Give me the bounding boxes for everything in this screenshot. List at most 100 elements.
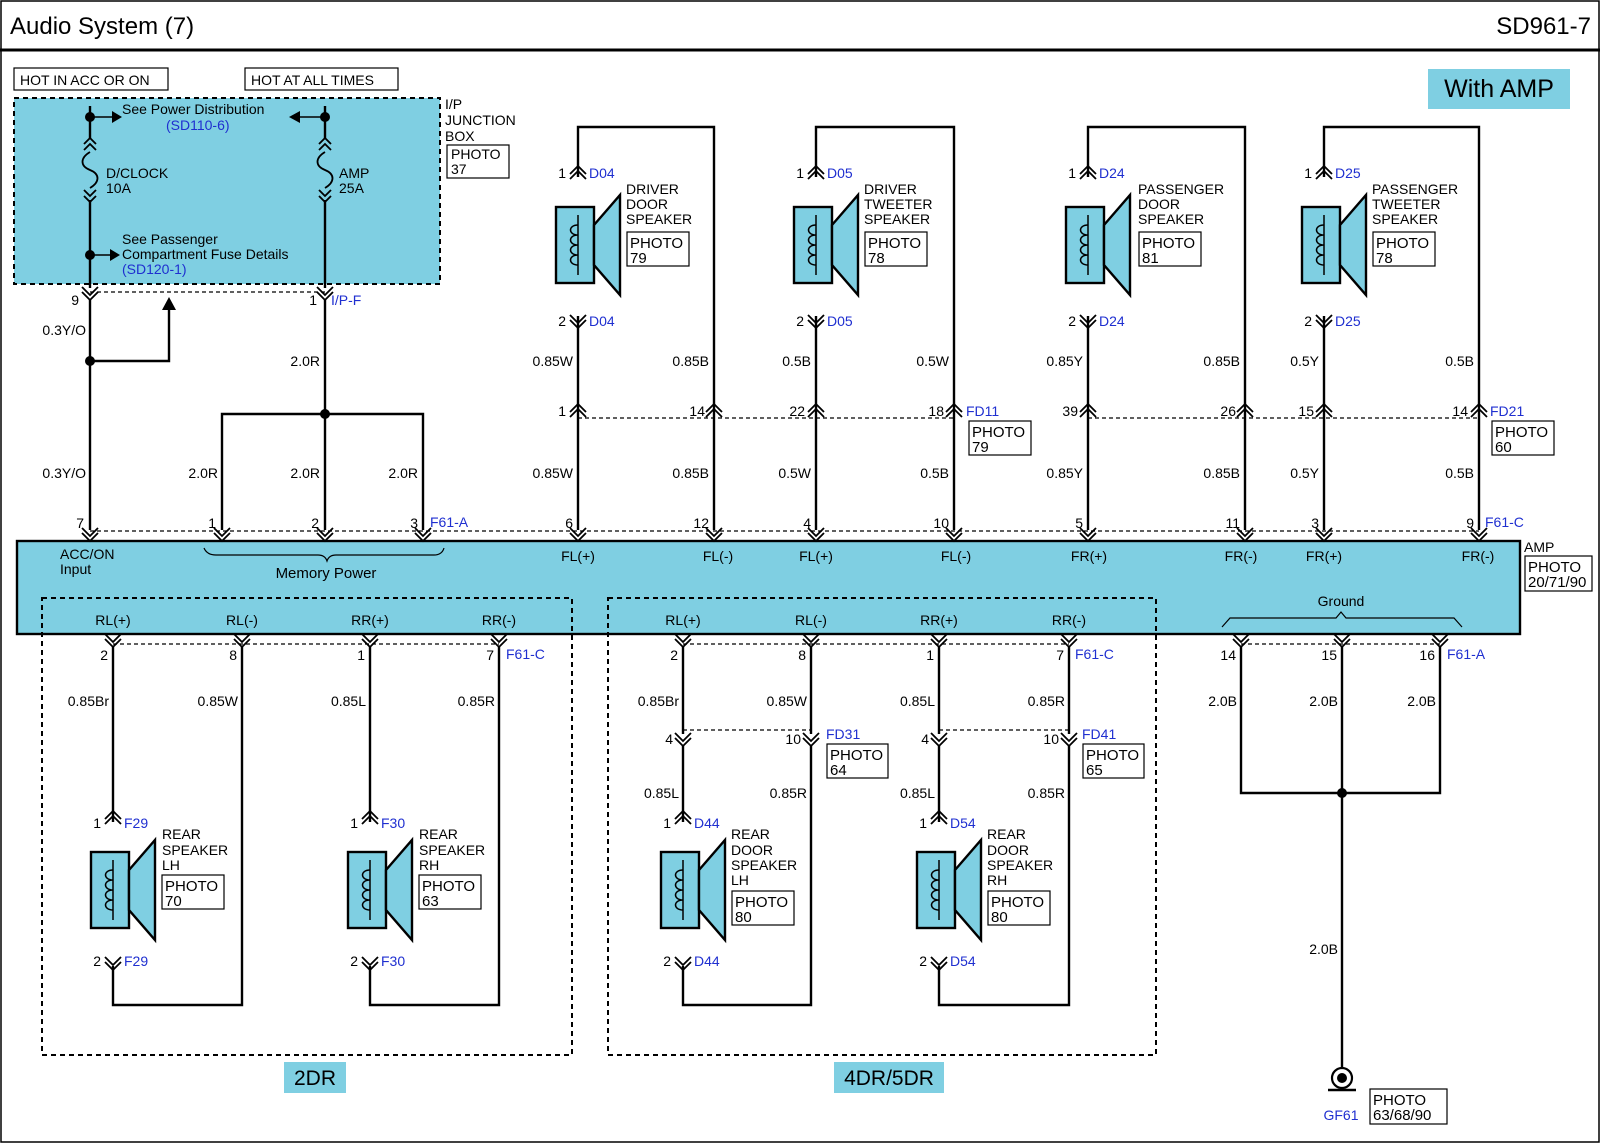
photo-box: [161, 874, 225, 910]
connector-label[interactable]: D05: [827, 313, 853, 329]
svg-text:RL(-): RL(-): [226, 612, 258, 628]
connector-label[interactable]: F29: [124, 815, 148, 831]
svg-text:1: 1: [357, 647, 365, 663]
rear-door-speaker-rh: 1 D54 2 D54 REAR DOOR SPEAKER RH PHOTO 8…: [915, 810, 1053, 971]
svg-text:16: 16: [1419, 647, 1435, 663]
svg-text:0.85W: 0.85W: [533, 353, 574, 369]
svg-text:15: 15: [1321, 647, 1337, 663]
svg-text:39: 39: [1062, 403, 1078, 419]
connector-label[interactable]: D44: [694, 953, 720, 969]
svg-text:0.85R: 0.85R: [1028, 785, 1065, 801]
connector-label[interactable]: D04: [589, 165, 615, 181]
speaker-name: PASSENGER TWEETER SPEAKER: [1372, 181, 1462, 227]
svg-text:1: 1: [926, 647, 934, 663]
gf61-connector-label[interactable]: GF61: [1323, 1107, 1358, 1123]
svg-text:10: 10: [933, 515, 949, 531]
svg-text:11: 11: [1225, 515, 1240, 531]
f61a-connector-label[interactable]: F61-A: [1447, 646, 1486, 662]
pin-label: 2: [93, 953, 101, 969]
connector-label[interactable]: D04: [589, 313, 615, 329]
speaker-icon: [792, 193, 860, 297]
svg-text:FR(-): FR(-): [1462, 548, 1495, 564]
pin-label: 2: [350, 953, 358, 969]
connector-label[interactable]: D25: [1335, 313, 1361, 329]
f61c-connector-label[interactable]: F61-C: [1485, 514, 1524, 530]
sd120-link[interactable]: (SD120-1): [122, 261, 187, 277]
connector-label[interactable]: D05: [827, 165, 853, 181]
svg-text:2: 2: [311, 515, 319, 531]
photo-label: PHOTO 70: [165, 878, 222, 910]
svg-text:0.85B: 0.85B: [672, 465, 709, 481]
connector-label[interactable]: D54: [950, 815, 976, 831]
photo-label: PHOTO 81: [1142, 235, 1199, 267]
sd110-link[interactable]: (SD110-6): [166, 117, 230, 133]
photo-label: PHOTO 78: [868, 235, 925, 267]
svg-text:14: 14: [1220, 647, 1236, 663]
f61c-connector-label[interactable]: F61-C: [1075, 646, 1114, 662]
pin-label: 1: [558, 165, 566, 181]
fd21-connector-label[interactable]: FD21: [1490, 403, 1524, 419]
four-five-door-badge: [834, 1062, 944, 1093]
svg-text:7: 7: [1056, 647, 1064, 663]
splice-dot: [85, 356, 95, 366]
supply-wires: [88, 300, 425, 530]
page-title: Audio System (7): [10, 13, 194, 40]
svg-text:0.85R: 0.85R: [1028, 693, 1065, 709]
arrow-right-icon: [112, 111, 122, 123]
pin-label: 2: [919, 953, 927, 969]
svg-text:3: 3: [1311, 515, 1319, 531]
ipf-connector-label[interactable]: I/P-F: [331, 292, 361, 308]
fd-rear-pin-labels: 4 10 4 10: [665, 731, 1059, 747]
svg-text:0.5Y: 0.5Y: [1290, 353, 1319, 369]
svg-text:2: 2: [100, 647, 108, 663]
fd31-connector-label[interactable]: FD31: [826, 726, 860, 742]
svg-text:0.5B: 0.5B: [782, 353, 811, 369]
driver-door-speaker: 1 D04 2 D04 DRIVER DOOR SPEAKER PHOTO 79: [554, 165, 692, 329]
svg-text:7: 7: [76, 515, 84, 531]
svg-text:15: 15: [1298, 403, 1314, 419]
hot-all-label: HOT AT ALL TIMES: [251, 72, 374, 88]
photo-label: PHOTO 78: [1376, 235, 1433, 267]
pin-label: 1: [663, 815, 671, 831]
svg-text:0.85B: 0.85B: [672, 353, 709, 369]
svg-text:RR(+): RR(+): [920, 612, 958, 628]
connector-label[interactable]: F30: [381, 815, 405, 831]
speaker-name: REAR SPEAKER LH: [162, 826, 232, 873]
connector-label[interactable]: F29: [124, 953, 148, 969]
svg-text:9: 9: [1466, 515, 1474, 531]
speaker-name: DRIVER TWEETER SPEAKER: [864, 181, 936, 227]
pin-label: 1: [1304, 165, 1312, 181]
svg-text:22: 22: [789, 403, 805, 419]
rear-speaker-rh: 1 F30 2 F30 REAR SPEAKER RH PHOTO 63: [346, 810, 485, 971]
f61a-connector-label[interactable]: F61-A: [430, 514, 469, 530]
fd11-connector-label[interactable]: FD11: [966, 403, 999, 419]
passenger-door-speaker: 1 D24 2 D24 PASSENGER DOOR SPEAKER PHOTO…: [1064, 165, 1224, 329]
fd41-connector-label[interactable]: FD41: [1082, 726, 1116, 742]
pin-label: 1: [919, 815, 927, 831]
pin-label: 1: [350, 815, 358, 831]
amp-channel-labels: FL(+) FL(-) FL(+) FL(-) FR(+) FR(-) FR(+…: [95, 548, 1494, 628]
pin-label: 2: [1304, 313, 1312, 329]
svg-text:0.85R: 0.85R: [770, 785, 807, 801]
pin-label: 9: [71, 292, 79, 308]
photo-box: [418, 874, 482, 910]
svg-text:0.85L: 0.85L: [331, 693, 366, 709]
ground-brace: [1221, 611, 1463, 628]
svg-text:1: 1: [208, 515, 216, 531]
f61c-connector-label[interactable]: F61-C: [506, 646, 545, 662]
svg-text:RL(+): RL(+): [95, 612, 130, 628]
connector-label[interactable]: F30: [381, 953, 405, 969]
connector-label[interactable]: D25: [1335, 165, 1361, 181]
svg-text:10: 10: [785, 731, 801, 747]
connector-label[interactable]: D44: [694, 815, 720, 831]
wire-label: 2.0R: [188, 465, 218, 481]
speaker-icon: [89, 838, 157, 942]
connector-label[interactable]: D24: [1099, 313, 1125, 329]
fd-pin-labels: 1 14 22 18 39 26 15 14: [558, 403, 1468, 419]
svg-text:2: 2: [670, 647, 678, 663]
memory-power-label: Memory Power: [276, 565, 377, 582]
connector-label[interactable]: D54: [950, 953, 976, 969]
connector-label[interactable]: D24: [1099, 165, 1125, 181]
four-five-door-region: [607, 597, 1157, 1056]
splice-dot: [320, 409, 330, 419]
